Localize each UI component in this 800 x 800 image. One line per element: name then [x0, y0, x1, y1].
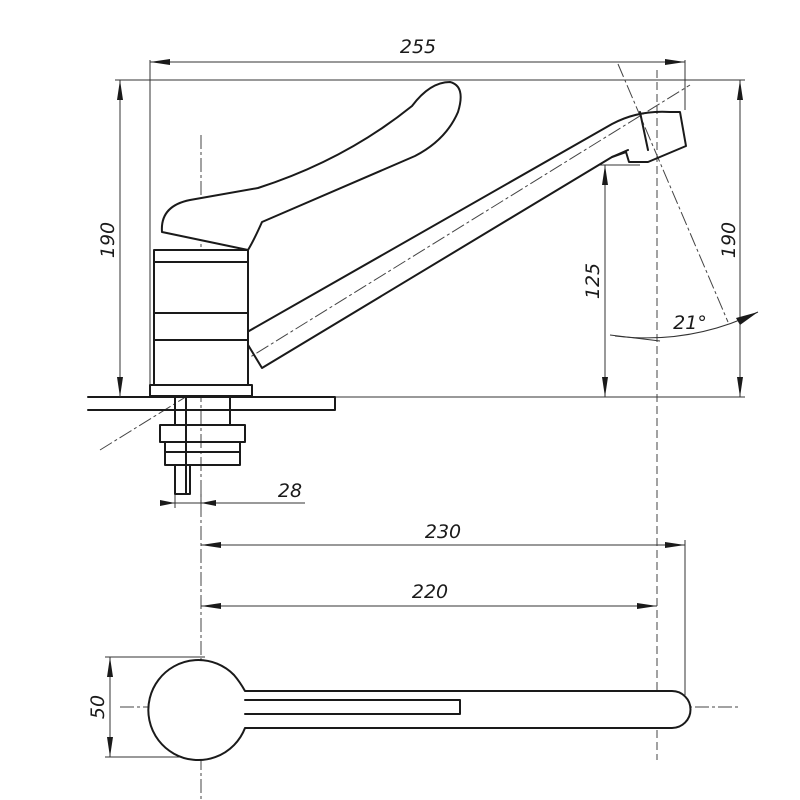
dim-overall-length: 255	[400, 36, 436, 58]
faucet-side-view	[87, 81, 687, 495]
handle-top-slot	[244, 699, 461, 715]
dim-height-right: 190	[718, 222, 740, 258]
lever-handle	[160, 81, 462, 251]
mounting-shank	[159, 397, 246, 495]
handle-top-outline	[147, 659, 692, 762]
base-plate	[149, 384, 253, 397]
spout-nozzle	[611, 111, 649, 158]
dim-spout-height: 125	[582, 263, 604, 299]
dim-spout-angle: 21°	[673, 312, 707, 334]
dim-reach-outer: 230	[425, 521, 461, 543]
dim-thread-size: 28	[278, 480, 302, 502]
spout	[241, 110, 687, 369]
dimension-lines	[107, 59, 759, 757]
countertop	[87, 396, 336, 411]
dim-height-left: 190	[97, 222, 119, 258]
dim-reach-inner: 220	[412, 581, 448, 603]
faucet-body	[153, 249, 249, 387]
faucet-top-view	[147, 659, 692, 762]
dimension-labels: 255 190 190 125 21° 28 230 220 50	[87, 36, 740, 719]
dim-handle-diameter: 50	[87, 695, 109, 719]
